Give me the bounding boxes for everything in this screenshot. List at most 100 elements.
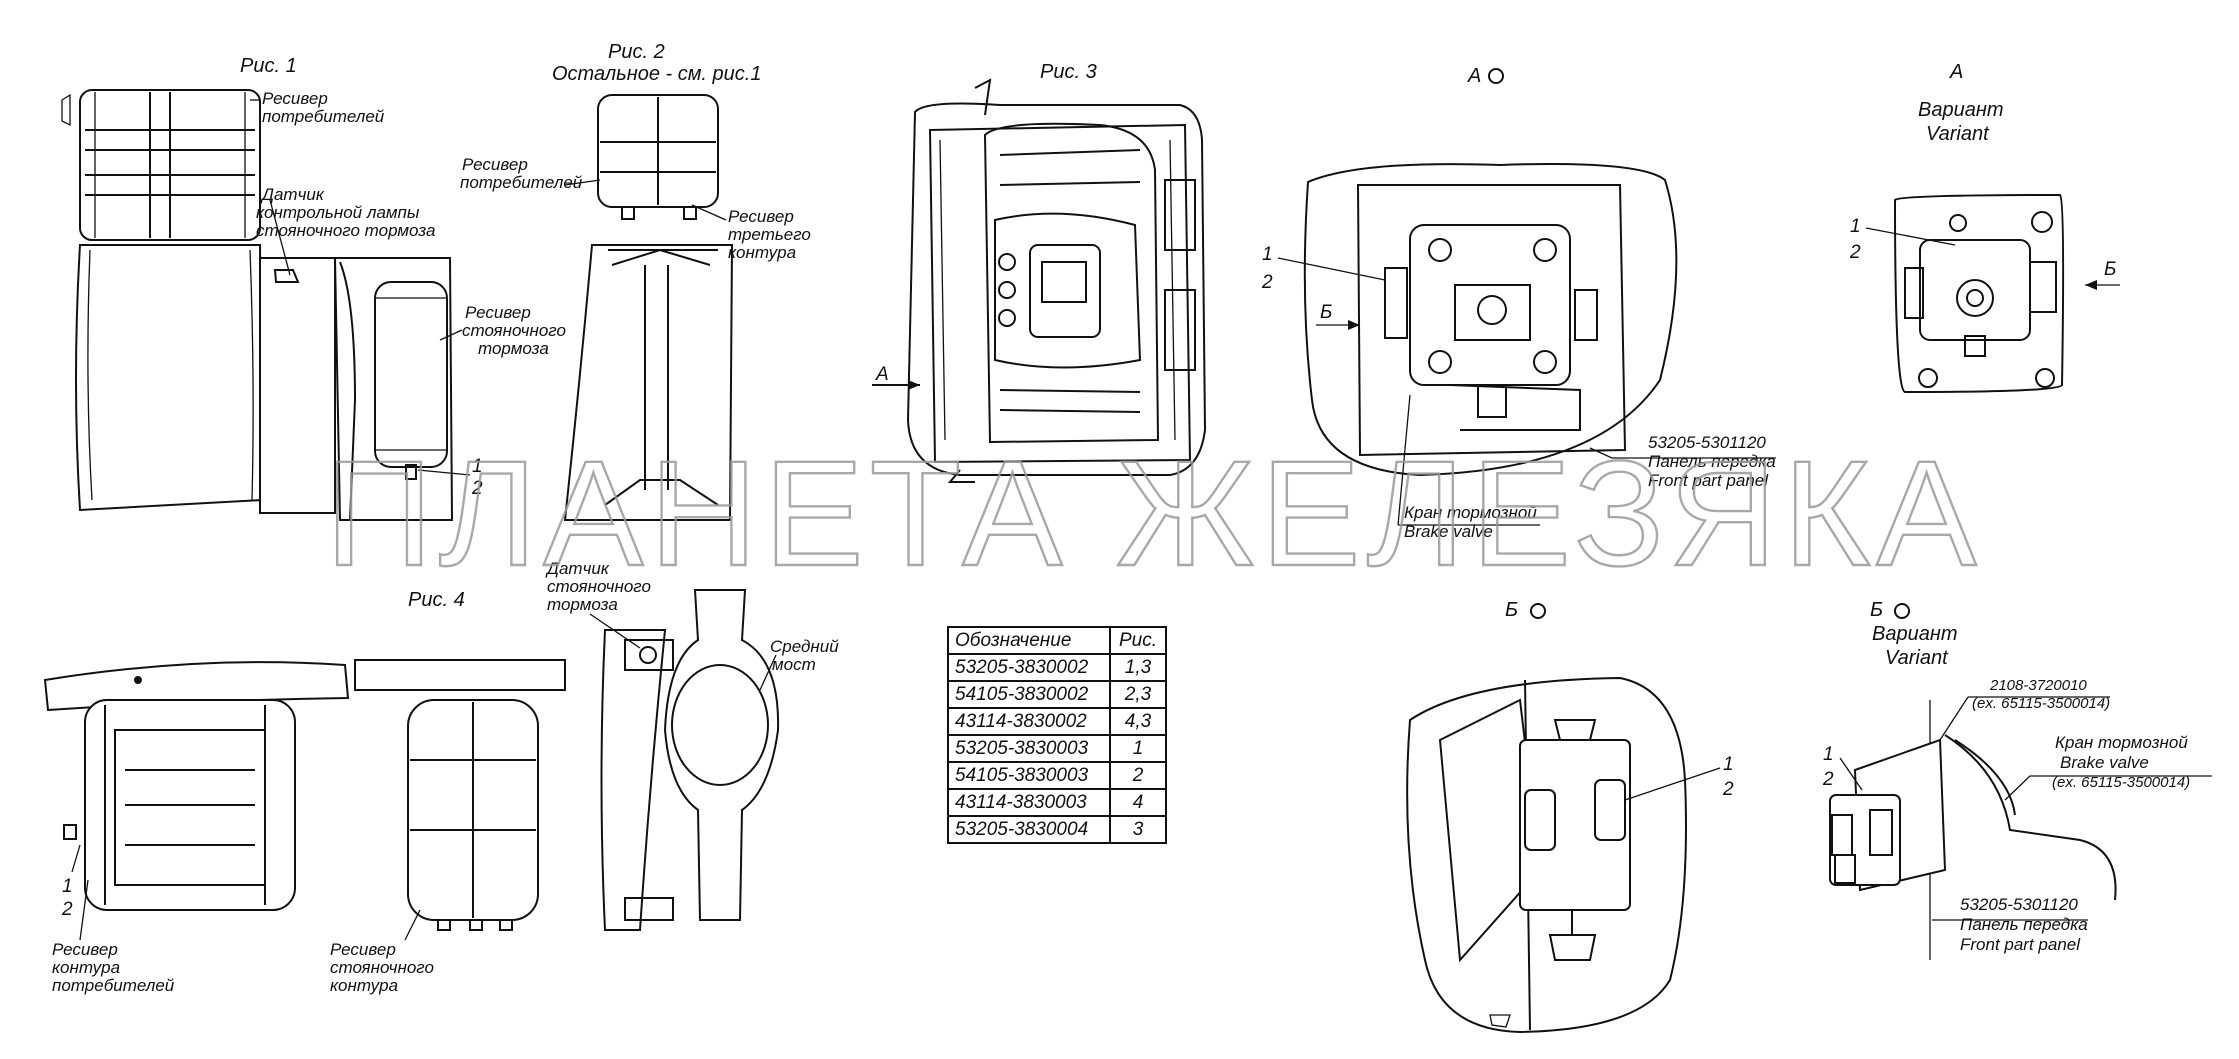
view-b-variant-ru: Вариант [1872, 623, 1958, 645]
watermark-text: ПЛАНЕТА ЖЕЛЕЗЯКА [325, 429, 1982, 597]
view-a-variant-title: А [1949, 61, 1963, 83]
fig4-sensor-l3: тормоза [547, 595, 618, 614]
fig4-sensor-l2: стояночного [547, 577, 651, 596]
view-a-drawing: А 1 2 Б 53205-5301120 Панель передка Fro… [1261, 65, 1776, 541]
view-b-variant-valve-ru: Кран тормозной [2055, 733, 2188, 752]
fig4-title: Рис. 4 [408, 589, 465, 611]
view-b-drawing: Б 1 2 [1406, 599, 1734, 1034]
fig3-title: Рис. 3 [1040, 61, 1097, 83]
table-cell-code: 53205-3830002 [947, 653, 1111, 682]
table-header-fig: Рис. [1109, 626, 1167, 655]
fig4-drawing: Рис. 4 1 2 Ресивер контура потребителей … [43, 559, 839, 995]
fig4-receiver-consumer-l2: контура [52, 958, 120, 977]
view-a-num-1: 1 [1262, 244, 1273, 265]
fig1-receiver-parking-l3: тормоза [478, 339, 549, 358]
view-b-num-1: 1 [1723, 754, 1734, 775]
fig1-num-2: 2 [471, 478, 483, 499]
fig2-receiver-consumers-l2: потребителей [460, 173, 583, 192]
table-cell-fig: 2,3 [1109, 680, 1167, 709]
table-cell-fig: 2 [1109, 761, 1167, 790]
table-cell-code: 53205-3830004 [947, 815, 1111, 844]
table-header-row: Обозначение Рис. [947, 626, 1167, 655]
fig1-receiver-parking-l1: Ресивер [465, 303, 531, 322]
view-b-variant-num-2: 2 [1822, 769, 1834, 790]
view-b-variant-valve-en: Brake valve [2060, 753, 2149, 772]
view-b-variant-en: Variant [1885, 647, 1949, 669]
fig1-sensor-l2: контрольной лампы [256, 203, 420, 222]
fig2-receiver-third-l1: Ресивер [728, 207, 794, 226]
fig2-receiver-third-l3: контура [728, 243, 796, 262]
view-b-variant-valve-code: 2108-3720010 [1989, 677, 2087, 694]
table-cell-fig: 4 [1109, 788, 1167, 817]
fig4-axle-l2: мост [772, 655, 816, 674]
view-b-num-2: 2 [1722, 779, 1734, 800]
fig1-receiver-consumers-l1: Ресивер [262, 89, 328, 108]
view-a-variant-arrow-b: Б [2104, 259, 2116, 280]
view-a-variant-ru: Вариант [1918, 99, 2004, 121]
view-b-variant-num-1: 1 [1823, 744, 1834, 765]
view-a-panel-ru: Панель передка [1648, 452, 1776, 471]
table-cell-fig: 4,3 [1109, 707, 1167, 736]
view-a-valve-en: Brake valve [1404, 522, 1493, 541]
view-a-num-2: 2 [1261, 272, 1273, 293]
fig1-title: Рис. 1 [240, 55, 297, 77]
fig2-drawing: Рис. 2 Остальное - см. рис.1 Ресивер пот… [460, 41, 811, 521]
table-cell-fig: 1,3 [1109, 653, 1167, 682]
view-a-title: А [1467, 65, 1481, 87]
view-a-variant-drawing: А Вариант Variant 1 2 Б [1849, 61, 2120, 394]
table-cell-code: 54105-3830002 [947, 680, 1111, 709]
view-b-variant-title: Б [1870, 599, 1883, 621]
fig4-sensor-l1: Датчик [545, 559, 610, 578]
view-a-panel-code: 53205-5301120 [1648, 433, 1766, 452]
fig4-num-1: 1 [62, 876, 73, 897]
view-b-variant-panel-ru: Панель передка [1960, 915, 2088, 934]
fig1-sensor-l3: стояночного тормоза [256, 221, 435, 240]
fig4-axle-l1: Средний [770, 637, 839, 656]
view-a-arrow-b: Б [1320, 302, 1332, 323]
fig1-receiver-consumers-l2: потребителей [262, 107, 385, 126]
table-cell-fig: 3 [1109, 815, 1167, 844]
fig2-title: Рис. 2 [608, 41, 665, 63]
view-b-variant-panel-code: 53205-5301120 [1960, 895, 2078, 914]
fig2-receiver-consumers-l1: Ресивер [462, 155, 528, 174]
view-a-variant-num-1: 1 [1850, 216, 1861, 237]
fig3-drawing: Рис. 3 А [872, 61, 1207, 483]
fig4-receiver-consumer-l3: потребителей [52, 976, 175, 995]
table-cell-code: 54105-3830003 [947, 761, 1111, 790]
fig4-receiver-parking-l1: Ресивер [330, 940, 396, 959]
view-b-variant-panel-en: Front part panel [1960, 935, 2081, 954]
table-header-designation: Обозначение [947, 626, 1111, 655]
fig1-num-1: 1 [472, 456, 483, 477]
view-a-panel-en: Front part panel [1648, 471, 1769, 490]
fig4-receiver-consumer-l1: Ресивер [52, 940, 118, 959]
fig3-arrow-a: А [875, 364, 889, 385]
view-b-variant-valve-ex1: (ex. 65115-3500014) [1972, 695, 2110, 712]
fig1-receiver-parking-l2: стояночного [462, 321, 566, 340]
fig4-receiver-parking-l3: контура [330, 976, 398, 995]
view-b-variant-valve-ex2: (ex. 65115-3500014) [2052, 774, 2190, 791]
table-cell-code: 53205-3830003 [947, 734, 1111, 763]
fig4-receiver-parking-l2: стояночного [330, 958, 434, 977]
fig1-sensor-l1: Датчик [260, 185, 325, 204]
view-a-variant-num-2: 2 [1849, 242, 1861, 263]
fig4-num-2: 2 [61, 899, 73, 920]
table-cell-code: 43114-3830003 [947, 788, 1111, 817]
view-b-title: Б [1505, 599, 1518, 621]
fig2-note: Остальное - см. рис.1 [552, 63, 761, 85]
fig1-drawing: Рис. 1 Ресивер потребителей Датчик контр… [61, 55, 566, 521]
view-a-valve-ru: Кран тормозной [1404, 503, 1537, 522]
view-b-variant-drawing: Б Вариант Variant 1 2 2108-3720010 (ex. … [1822, 599, 2212, 960]
table-cell-code: 43114-3830002 [947, 707, 1111, 736]
table-cell-fig: 1 [1109, 734, 1167, 763]
fig2-receiver-third-l2: третьего [728, 225, 811, 244]
view-a-variant-en: Variant [1926, 123, 1990, 145]
